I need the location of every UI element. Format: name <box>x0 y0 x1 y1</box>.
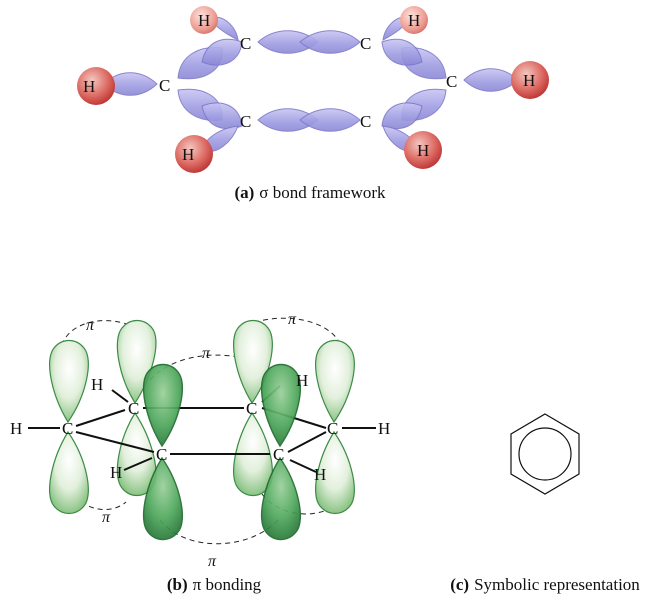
sigma-bond-bottom <box>257 108 361 132</box>
hydrogen-sphere <box>175 135 213 173</box>
sigma-ch-lobe-right <box>463 68 519 92</box>
sigma-bond-top <box>257 30 361 54</box>
pi-label: π <box>288 311 297 328</box>
atom-label-c: C <box>360 112 371 131</box>
atom-label-h: H <box>110 463 122 482</box>
atom-label-c: C <box>128 399 139 418</box>
caption-c-text: Symbolic representation <box>474 575 640 594</box>
caption-a-letter: (a) <box>234 183 254 202</box>
atom-label-h: H <box>378 419 390 438</box>
pi-label: π <box>202 345 211 362</box>
caption-b-text: π bonding <box>193 575 262 594</box>
caption-b: (b) π bonding <box>167 575 262 594</box>
atom-label-c: C <box>273 445 284 464</box>
p-orbital-front <box>142 363 302 541</box>
atom-label-h: H <box>408 11 420 30</box>
atom-label-h: H <box>91 375 103 394</box>
atom-label-c: C <box>327 419 338 438</box>
benzene-hexagon <box>510 413 580 495</box>
caption-c: (c) Symbolic representation <box>450 575 640 594</box>
caption-a: (a) σ bond framework <box>234 183 386 202</box>
p-orbital-back <box>48 319 355 515</box>
caption-a-text: σ bond framework <box>259 183 386 202</box>
atom-label-c: C <box>156 445 167 464</box>
symbolic-representation-panel: (c) Symbolic representation <box>450 413 640 594</box>
hydrogen-sphere <box>400 6 428 34</box>
sigma-framework-panel: H H H H H H C C C C C C (a) σ bond framew… <box>77 6 549 202</box>
atom-label-h: H <box>314 465 326 484</box>
hydrogen-sphere <box>511 61 549 99</box>
atom-label-c: C <box>246 399 257 418</box>
atom-label-h: H <box>182 145 194 164</box>
caption-b-letter: (b) <box>167 575 188 594</box>
pi-label: π <box>102 509 111 526</box>
atom-label-h: H <box>10 419 22 438</box>
atom-label-h: H <box>417 141 429 160</box>
benzene-aromatic-circle <box>518 427 572 481</box>
hydrogen-sphere <box>404 131 442 169</box>
atom-label-h: H <box>296 371 308 390</box>
atom-label-h: H <box>198 11 210 30</box>
atom-label-c: C <box>240 112 251 131</box>
sigma-bond-lower-left <box>177 88 243 130</box>
atom-label-c: C <box>159 76 170 95</box>
caption-c-letter: (c) <box>450 575 469 594</box>
hydrogen-sphere <box>190 6 218 34</box>
atom-label-c: C <box>62 419 73 438</box>
atom-label-h: H <box>523 71 535 90</box>
sigma-bond-lower-right <box>381 88 447 130</box>
atom-label-c: C <box>360 34 371 53</box>
atom-label-h: H <box>83 77 95 96</box>
sigma-bond-upper-left <box>177 38 243 80</box>
pi-label: π <box>86 317 95 334</box>
pi-bonding-panel: C C C C C C H H H H H H π π π π π (b) π b… <box>10 311 390 594</box>
hydrogen-sphere <box>77 67 115 105</box>
sigma-bond-upper-right <box>381 38 447 80</box>
atom-label-c: C <box>240 34 251 53</box>
atom-label-c: C <box>446 72 457 91</box>
pi-label: π <box>208 553 217 570</box>
